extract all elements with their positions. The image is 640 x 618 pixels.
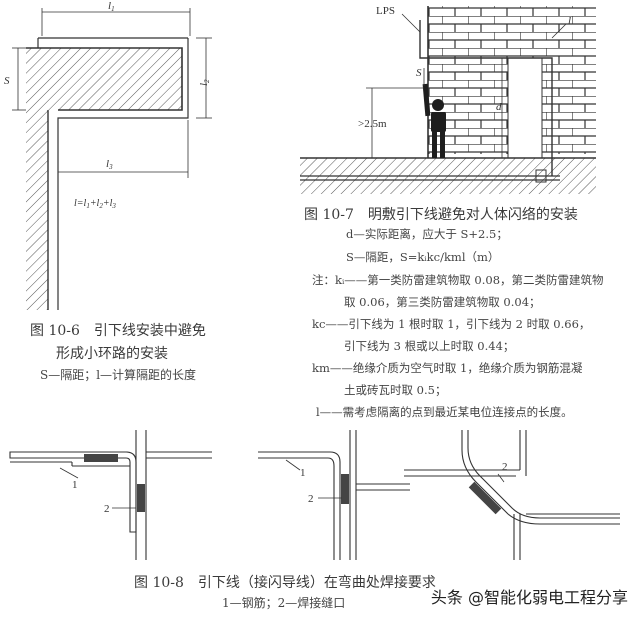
fig6-label-s: S [4,75,10,87]
fig6-formula: l=l1+l2+l3 [74,198,116,210]
fig6-caption-note: S—隔距；l—计算隔距的长度 [40,368,197,382]
fig8b-label-1: 1 [300,467,306,479]
fig6-diagram: l1 l2 l3 S l=l1+l2+l3 [4,0,212,310]
fig6-label-l1: l1 [108,0,115,13]
fig7-person-icon [422,83,446,158]
fig7-line-2: S—隔距，S=kᵢkc/kml（m） [346,250,500,264]
fig7-label-lps: LPS [376,5,395,17]
fig7-line-1: d—实际距离，应大于 S+2.5； [346,227,508,241]
fig6-slab-outline [26,47,183,111]
fig7-down-conductor [419,20,553,176]
fig8a-weld-seam-h [84,454,118,462]
fig8a-weld-seam-v [137,484,145,512]
fig6-conductor [37,37,188,48]
watermark: 头条 @智能化弱电工程分享 [430,588,628,607]
fig8b-diagram: 1 2 [258,430,410,560]
fig7-label-d: d [496,101,502,113]
fig7-line-8: 土或砖瓦时取 0.5； [344,383,447,397]
fig7-line-3: 注：kᵢ——第一类防雷建筑物取 0.08，第二类防雷建筑物 [312,273,604,287]
fig6-caption-title-1: 图 10-6 引下线安装中避免 [30,323,206,339]
fig7-line-7: km——绝缘介质为空气时取 1，绝缘介质为钢筋混凝 [312,361,583,375]
fig8a-label-1: 1 [72,479,78,491]
fig8b-weld-seam [341,474,349,504]
fig8c-diagram: 2 [404,430,620,560]
fig8c-weld-seam [468,481,502,515]
fig7-line-4: 取 0.06，第三类防雷建筑物取 0.04； [344,295,541,309]
fig7-label-s: S [416,67,422,79]
fig8a-label-2: 2 [104,503,110,515]
fig6-caption-title-2: 形成小环路的安装 [56,346,168,362]
fig7-line-5: kc——引下线为 1 根时取 1，引下线为 2 时取 0.66， [312,317,591,331]
fig7-diagram: LPS S >2.5m d l [300,5,596,194]
fig6-roof-slab [26,48,182,110]
fig6-label-l2: l2 [198,79,211,86]
fig7-caption-title: 图 10-7 明敷引下线避免对人体闪络的安装 [304,207,578,223]
fig7-line-9: l——需考虑隔离的点到最近某电位连接点的长度。 [316,405,573,419]
fig7-label-height: >2.5m [358,118,387,130]
fig6-wall [26,110,48,310]
fig8b-label-2: 2 [308,493,314,505]
fig6-label-l3: l3 [106,158,113,171]
fig8-caption-note: 1—钢筋；2—焊接缝口 [222,596,346,610]
fig8c-label-2: 2 [502,461,508,473]
fig8a-diagram: 1 2 [9,430,212,560]
fig8-caption-title: 图 10-8 引下线（接闪导线）在弯曲处焊接要求 [134,575,436,591]
fig7-label-l: l [568,15,571,27]
fig7-line-6: 引下线为 3 根或以上时取 0.44； [344,339,515,353]
